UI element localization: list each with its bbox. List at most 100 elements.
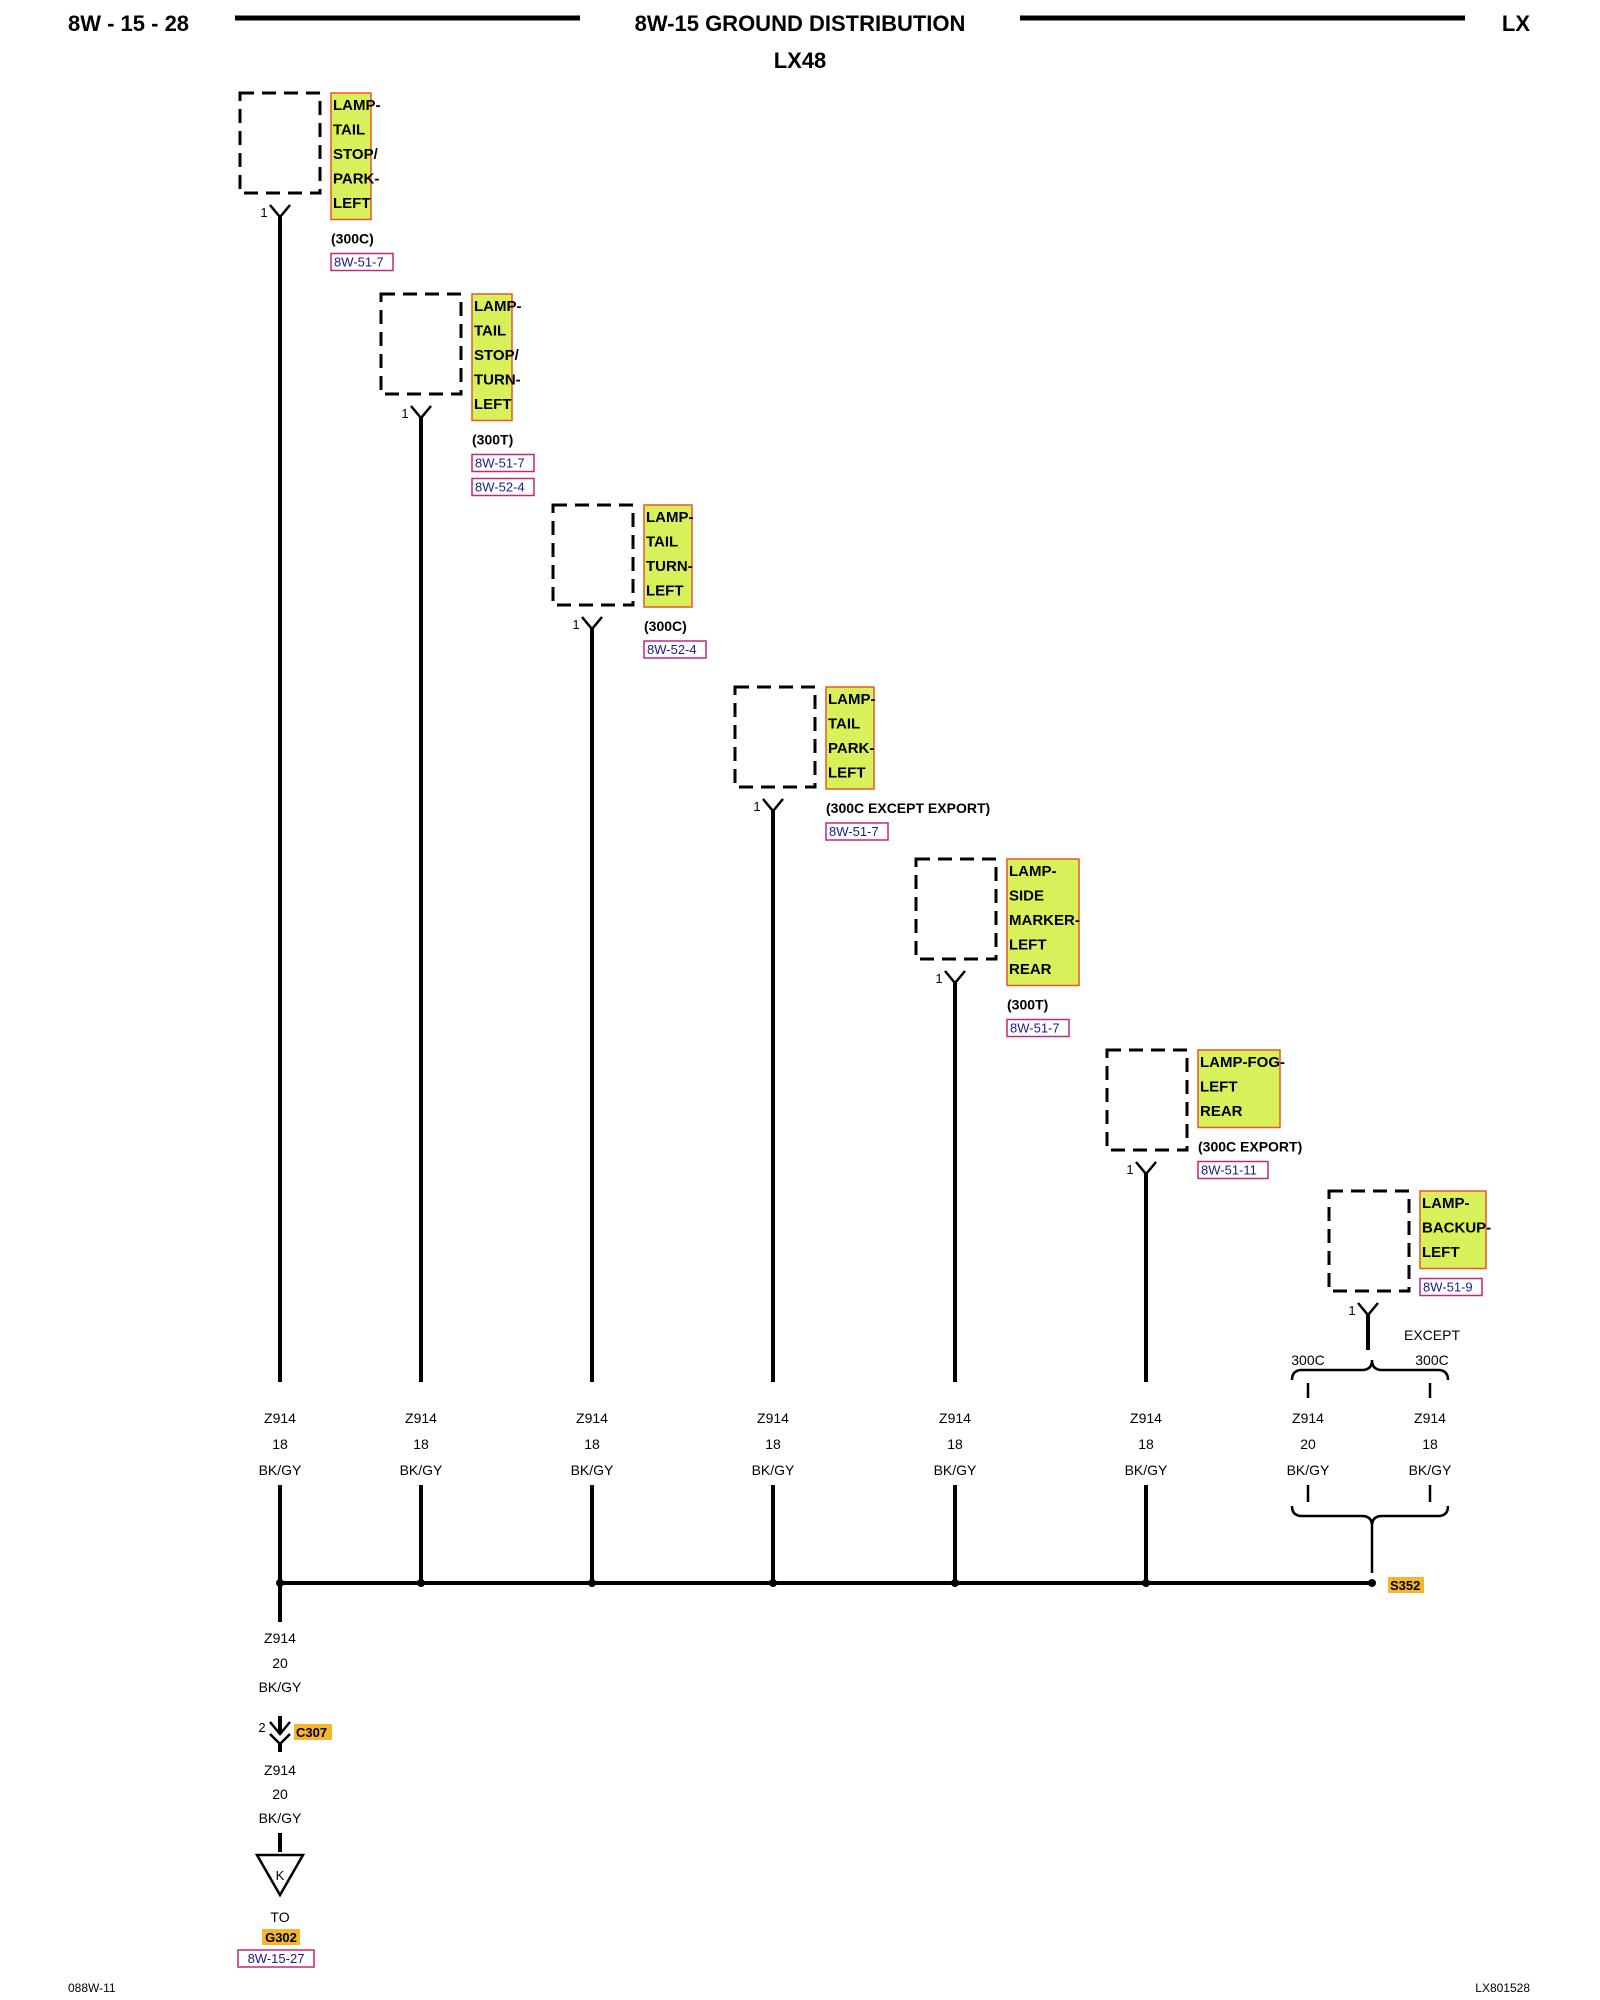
ref-box[interactable] xyxy=(1197,1160,1269,1180)
component-label-line[interactable]: STOP/ xyxy=(333,146,379,163)
terminal-fork xyxy=(269,204,291,219)
wiring-ref-link[interactable]: 8W-51-7 xyxy=(475,456,525,471)
component-label-line[interactable]: LEFT xyxy=(646,583,684,600)
component-label-line[interactable]: LAMP- xyxy=(474,298,522,315)
terminal-fork xyxy=(1135,1161,1157,1176)
wire-circuit: Z914 xyxy=(264,1410,296,1426)
terminal-fork xyxy=(581,616,603,631)
trunk-gauge-2: 20 xyxy=(272,1786,288,1802)
wire-gauge: 18 xyxy=(1138,1436,1154,1452)
wiring-ref-link[interactable]: 8W-52-4 xyxy=(475,480,525,495)
component-5: LAMP-SIDEMARKER-LEFTREAR(300T)8W-51-71Z9… xyxy=(914,857,1080,1583)
page-ref: 8W - 15 - 28 xyxy=(68,11,189,36)
component-label-line[interactable]: STOP/ xyxy=(474,347,520,364)
component-3: LAMP-TAILTURN-LEFT(300C)8W-52-41Z91418BK… xyxy=(551,503,707,1583)
terminal-fork xyxy=(762,798,784,813)
pin-number: 1 xyxy=(401,406,408,421)
wiring-ref-link[interactable]: 8W-51-7 xyxy=(334,255,384,270)
pin-number: 1 xyxy=(1348,1303,1355,1318)
component-label-line[interactable]: LEFT xyxy=(333,195,371,212)
ground-id: G302 xyxy=(265,1930,297,1945)
component-box xyxy=(379,292,463,396)
component-label-bg[interactable] xyxy=(825,686,875,790)
ground-ref[interactable]: 8W-15-27 xyxy=(248,1951,305,1966)
wiring-ref-link[interactable]: 8W-51-11 xyxy=(1201,1163,1257,1178)
wiring-ref-link[interactable]: 8W-52-4 xyxy=(647,642,697,657)
wire-gauge: 18 xyxy=(947,1436,963,1452)
component-label-line[interactable]: LAMP- xyxy=(333,97,381,114)
component-label-line[interactable]: LEFT xyxy=(1422,1244,1460,1261)
wire-circuit: Z914 xyxy=(1130,1410,1162,1426)
component-box xyxy=(551,503,635,607)
option-except-label-1: EXCEPT xyxy=(1404,1327,1460,1343)
pin-number: 1 xyxy=(1126,1162,1133,1177)
wiring-ref-link[interactable]: 8W-51-7 xyxy=(1010,1021,1060,1036)
component-label-line[interactable]: PARK- xyxy=(333,171,379,188)
component-label-line[interactable]: LEFT xyxy=(828,765,866,782)
component-1: LAMP-TAILSTOP/PARK-LEFT(300C)8W-51-71Z91… xyxy=(238,91,394,1583)
page-subtitle: LX48 xyxy=(774,48,827,73)
component-label-line[interactable]: LEFT xyxy=(1200,1079,1238,1096)
component-label-bg[interactable] xyxy=(330,92,372,221)
trunk-circuit-1: Z914 xyxy=(264,1630,296,1646)
ref-box[interactable] xyxy=(825,822,889,841)
component-variant: (300T) xyxy=(1007,997,1048,1013)
component-label-bg[interactable] xyxy=(471,293,513,422)
component-label-line[interactable]: TAIL xyxy=(333,122,365,139)
component-label-line[interactable]: SIDE xyxy=(1009,888,1044,905)
wire-gauge: 18 xyxy=(765,1436,781,1452)
ref-box[interactable] xyxy=(643,640,707,659)
component-label-line[interactable]: TAIL xyxy=(474,323,506,340)
ground-icon: K xyxy=(254,1853,306,1898)
component-label-line[interactable]: LAMP- xyxy=(646,509,694,526)
component-label-line[interactable]: LEFT xyxy=(1009,937,1047,954)
component-label-line[interactable]: LEFT xyxy=(474,396,512,413)
page-title: 8W-15 GROUND DISTRIBUTION xyxy=(635,11,966,36)
trunk-circuit-2: Z914 xyxy=(264,1762,296,1778)
pin-number: 1 xyxy=(572,617,579,632)
wire-color: BK/GY xyxy=(1125,1462,1168,1478)
option-except-gauge: 18 xyxy=(1422,1436,1438,1452)
component-variant: (300C EXCEPT EXPORT) xyxy=(826,800,990,816)
component-label-bg[interactable] xyxy=(1419,1190,1487,1270)
ref-box[interactable] xyxy=(330,252,394,272)
component-label-line[interactable]: LAMP-FOG- xyxy=(1200,1054,1285,1071)
wire-color: BK/GY xyxy=(400,1462,443,1478)
ground-to-label: TO xyxy=(270,1909,289,1925)
component-label-line[interactable]: MARKER- xyxy=(1009,912,1080,929)
component-label-bg[interactable] xyxy=(643,504,693,608)
component-label-bg[interactable] xyxy=(1006,858,1080,987)
component-variant: (300C) xyxy=(331,231,374,247)
ref-box[interactable] xyxy=(1006,1018,1070,1038)
component-label-line[interactable]: TAIL xyxy=(828,716,860,733)
component-label-bg[interactable] xyxy=(1197,1049,1281,1129)
wiring-ref-link[interactable]: 8W-51-9 xyxy=(1423,1280,1473,1295)
component-label-line[interactable]: LAMP- xyxy=(828,691,876,708)
component-box xyxy=(914,857,998,961)
option-300c-label: 300C xyxy=(1291,1352,1324,1368)
component-label-line[interactable]: LAMP- xyxy=(1422,1195,1470,1212)
ref-box[interactable] xyxy=(1419,1277,1483,1297)
component-label-line[interactable]: LAMP- xyxy=(1009,863,1057,880)
component-label-line[interactable]: BACKUP- xyxy=(1422,1220,1491,1237)
component-label-line[interactable]: TURN- xyxy=(474,372,521,389)
ref-box[interactable] xyxy=(471,477,535,497)
component-variant: (300T) xyxy=(472,432,513,448)
wire-circuit: Z914 xyxy=(757,1410,789,1426)
component-label-line[interactable]: TURN- xyxy=(646,558,693,575)
footer-right-code: LX801528 xyxy=(1475,1981,1530,1995)
component-label-line[interactable]: REAR xyxy=(1009,961,1052,978)
pin-number: 1 xyxy=(753,799,760,814)
component-label-line[interactable]: REAR xyxy=(1200,1103,1243,1120)
ref-box[interactable] xyxy=(471,453,535,473)
ground-ref-box[interactable] xyxy=(237,1949,315,1968)
trunk-wire xyxy=(269,1583,291,1852)
option-300c-color: BK/GY xyxy=(1287,1462,1330,1478)
wiring-ref-link[interactable]: 8W-51-7 xyxy=(829,824,879,839)
wire-circuit: Z914 xyxy=(405,1410,437,1426)
component-box xyxy=(733,685,817,789)
trunk-gauge-1: 20 xyxy=(272,1655,288,1671)
component-label-line[interactable]: TAIL xyxy=(646,534,678,551)
component-label-line[interactable]: PARK- xyxy=(828,740,874,757)
